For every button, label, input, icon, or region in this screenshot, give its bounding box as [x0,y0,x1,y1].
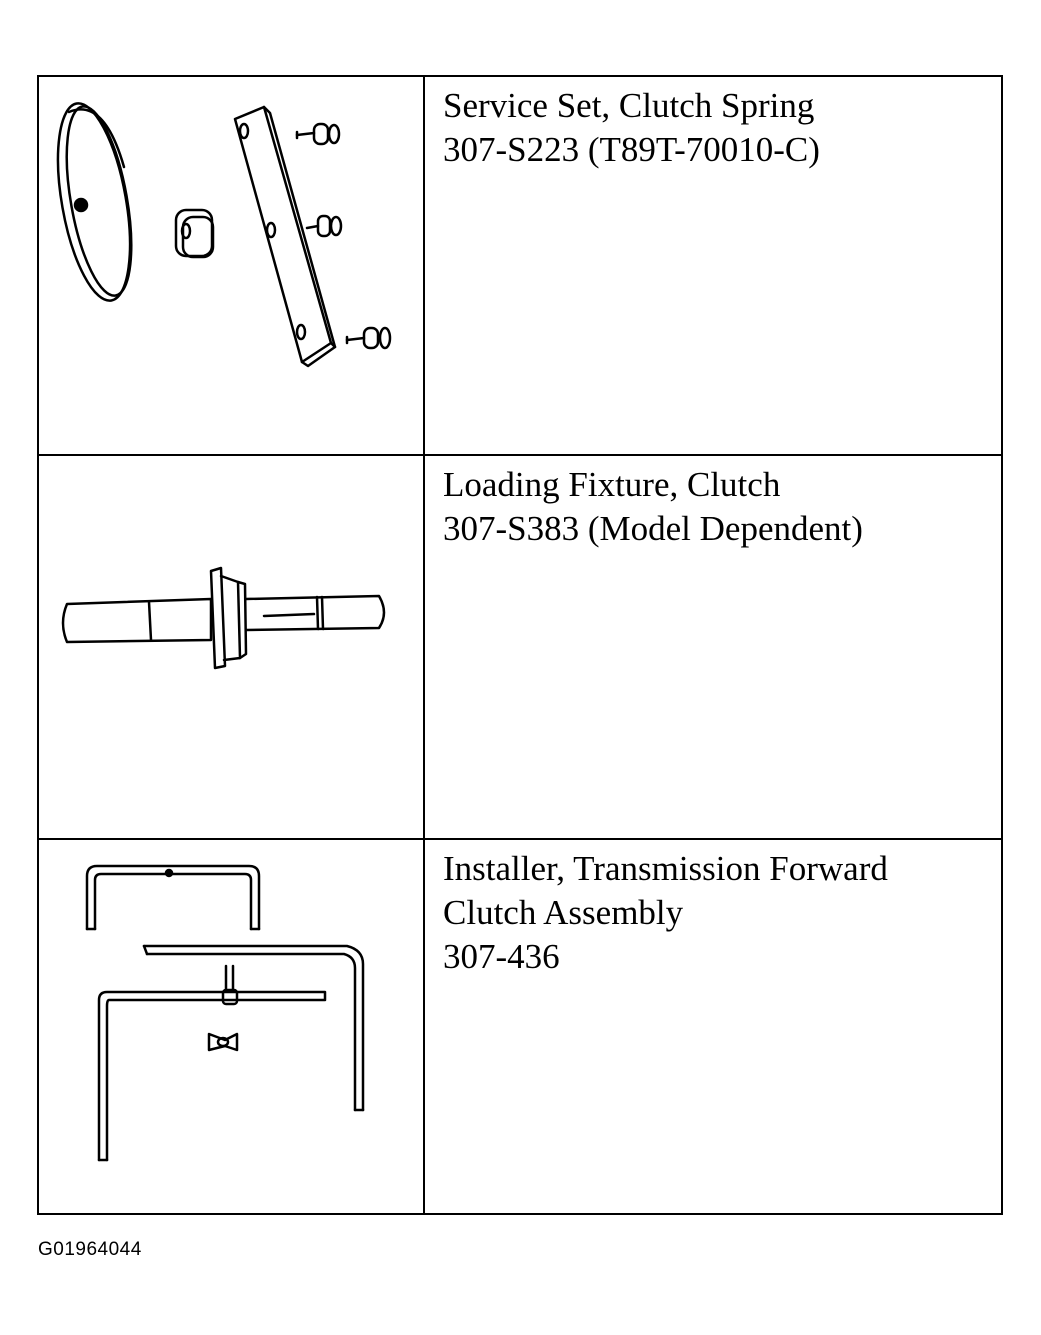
tool-part-number: 307-S383 (Model Dependent) [443,509,863,548]
tool-description: Installer, Transmission Forward Clutch A… [425,840,1001,1215]
clutch-loading-fixture-icon [61,566,386,670]
tool-name: Installer, Transmission Forward [443,849,888,888]
tool-image-cell [39,456,425,838]
tool-description: Service Set, Clutch Spring 307-S223 (T89… [425,77,1001,454]
tool-name-continued: Clutch Assembly [443,893,684,932]
tool-row: Service Set, Clutch Spring 307-S223 (T89… [39,77,1001,456]
clutch-spring-service-set-icon [56,102,392,368]
tool-part-number: 307-S223 (T89T-70010-C) [443,130,820,169]
tool-part-number: 307-436 [443,937,560,976]
tool-description: Loading Fixture, Clutch 307-S383 (Model … [425,456,1001,838]
forward-clutch-installer-icon [85,864,365,1162]
tool-image-cell [39,840,425,1215]
tool-row: Loading Fixture, Clutch 307-S383 (Model … [39,456,1001,840]
tool-name: Service Set, Clutch Spring [443,86,815,125]
tool-image-cell [39,77,425,454]
special-tools-table: Service Set, Clutch Spring 307-S223 (T89… [37,75,1003,1215]
tool-row: Installer, Transmission Forward Clutch A… [39,840,1001,1215]
tool-name: Loading Fixture, Clutch [443,465,781,504]
figure-id: G01964044 [38,1239,142,1260]
